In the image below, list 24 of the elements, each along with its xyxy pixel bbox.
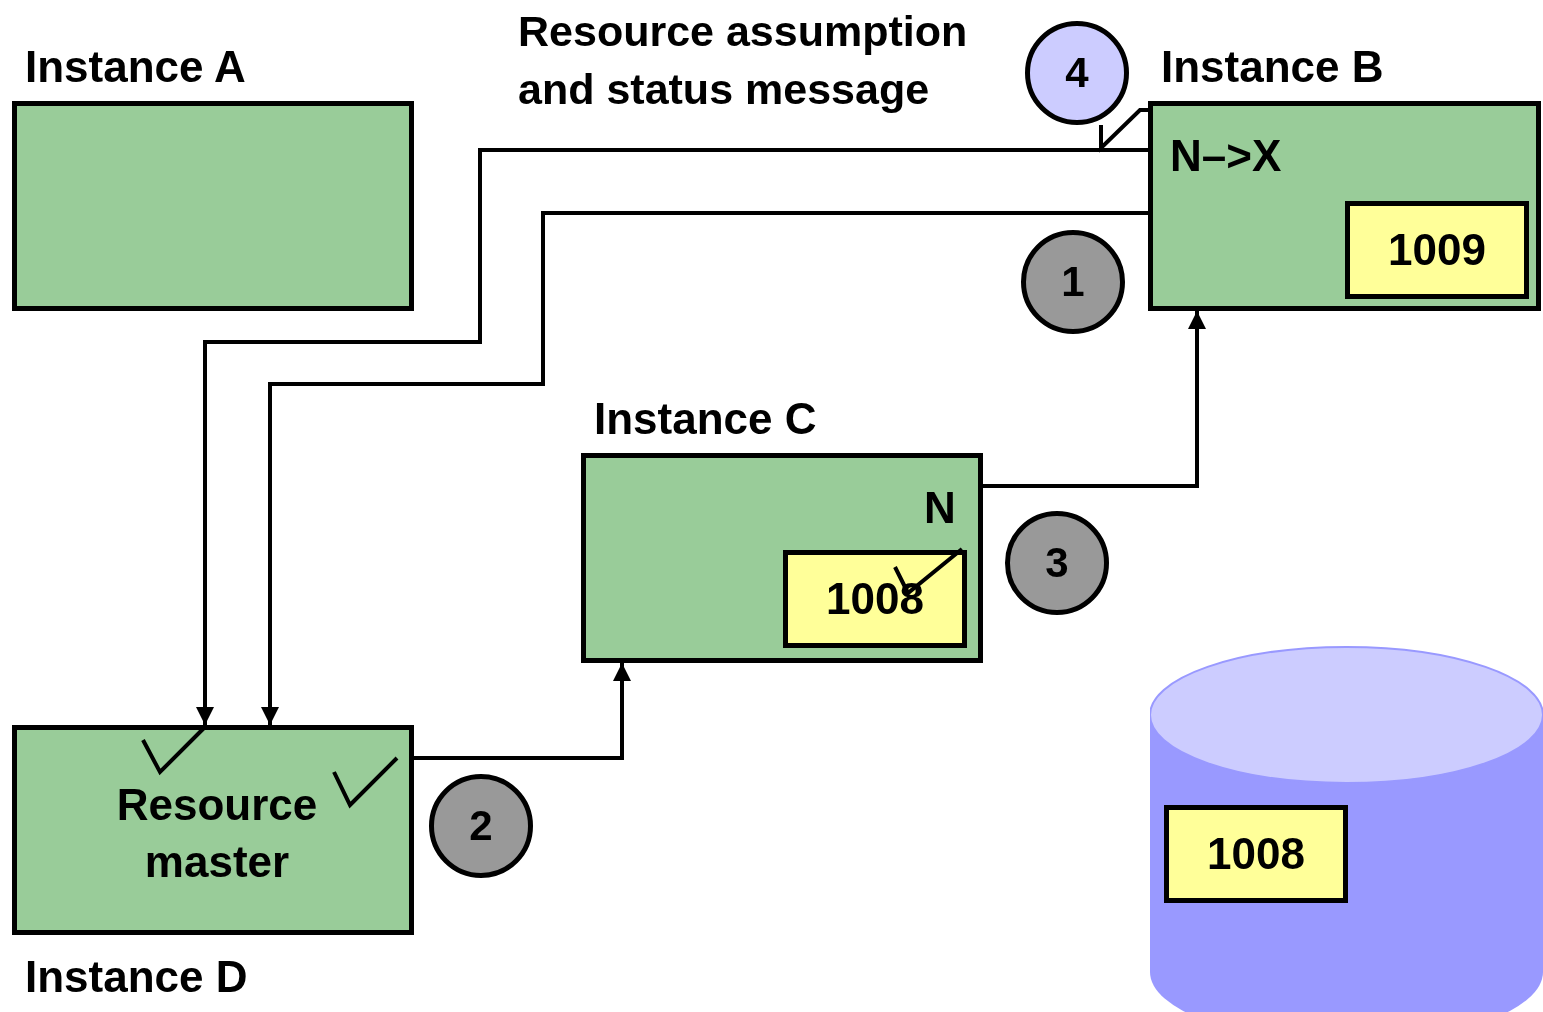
annotation-text: Resource assumption and status message: [518, 6, 969, 116]
step-number: 3: [1045, 537, 1069, 588]
arrow: [261, 211, 1148, 725]
state-label: N–>X: [1170, 130, 1282, 182]
arrow: [414, 663, 631, 760]
step-number: 2: [469, 800, 493, 851]
block-box: [1345, 201, 1529, 299]
block-number: 1009: [1388, 224, 1486, 277]
block-number: 1008: [1207, 828, 1305, 881]
block-box: [1164, 805, 1348, 903]
block-number: 1008: [826, 573, 924, 626]
arrow: [196, 148, 1148, 725]
box-title: Instance D: [25, 951, 248, 1003]
box-title: Instance A: [25, 41, 246, 93]
leader-line: [1099, 108, 1148, 153]
arrow: [983, 311, 1206, 488]
box-text: Resource master: [115, 779, 319, 889]
state-label: N: [924, 482, 956, 534]
box-title: Instance C: [594, 393, 817, 445]
box-title: Instance B: [1161, 41, 1384, 93]
block-box: [783, 550, 967, 648]
step-number: 4: [1065, 47, 1089, 98]
disk-cylinder: [1150, 645, 1543, 1012]
step-number: 1: [1061, 256, 1085, 307]
